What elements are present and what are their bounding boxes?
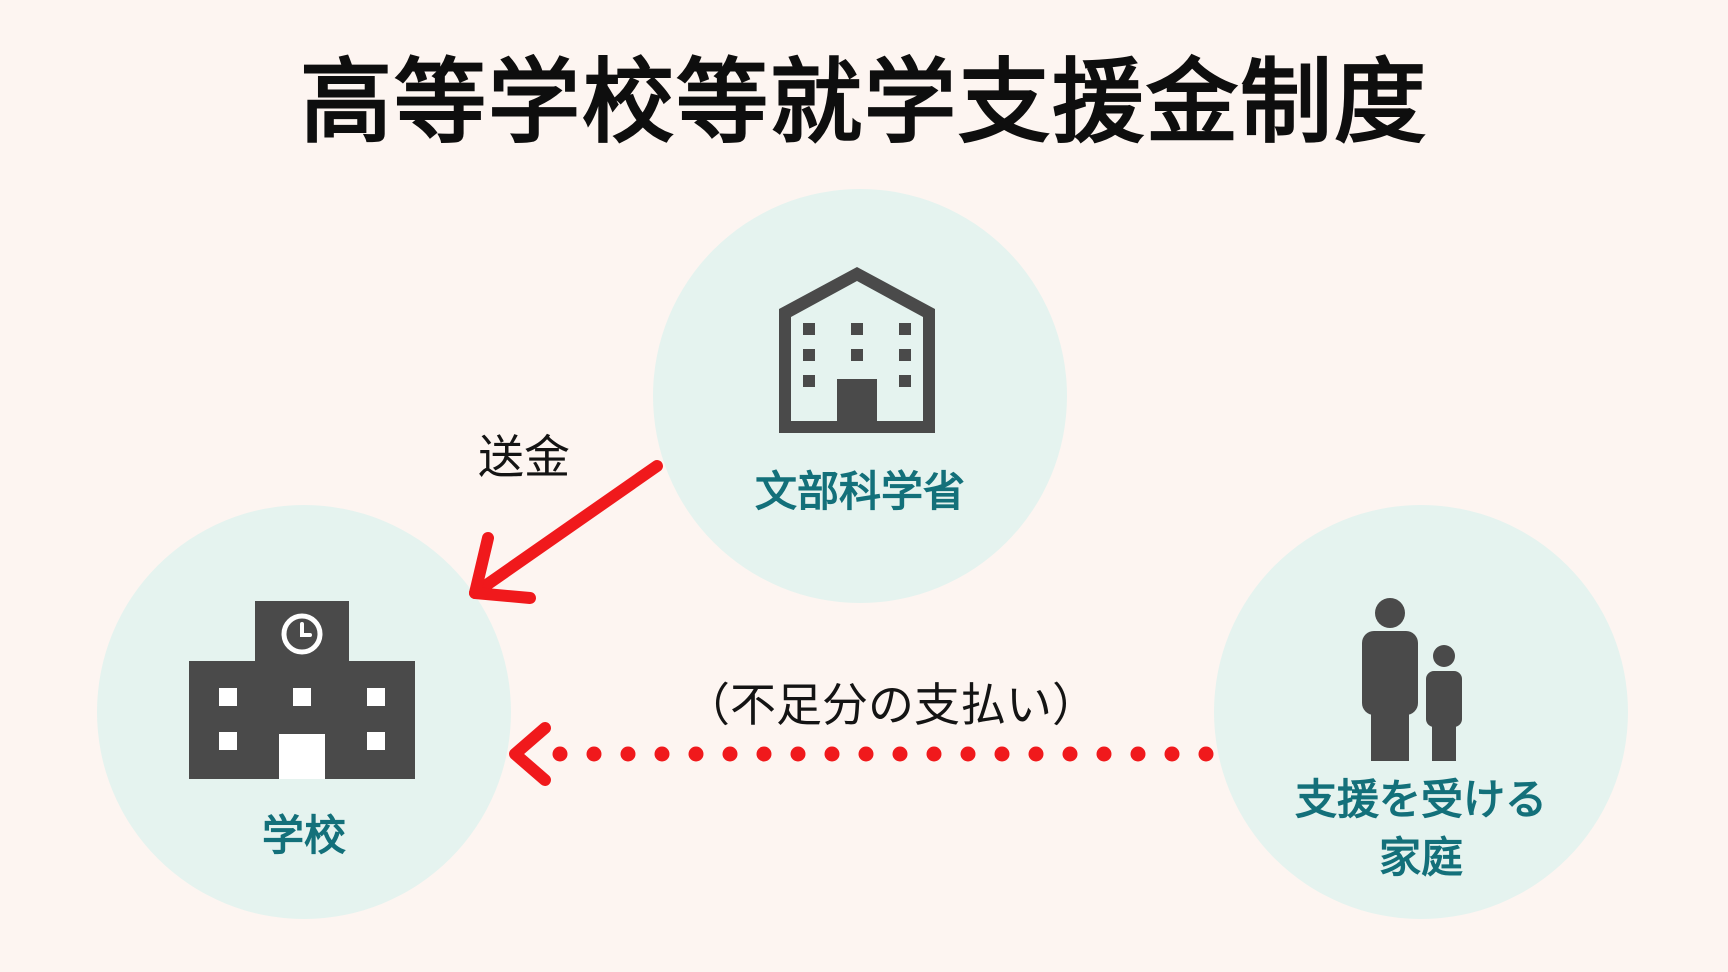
node-family: 支援を受ける 家庭 [1214,505,1628,919]
family-label-line2: 家庭 [1378,832,1463,882]
node-school: 学校 [97,505,511,919]
dotted-arrowhead [509,722,551,786]
school-label: 学校 [261,811,346,860]
dotted-line [552,746,1214,762]
flow-label-send: 送金 [478,430,570,484]
node-ministry: 文部科学省 [653,189,1067,603]
family-label-line1: 支援を受ける [1294,775,1547,824]
flow-label-payment: （不足分の支払い） [684,678,1098,732]
school-building-icon [189,601,415,779]
page-title: 高等学校等就学支援金制度 [299,49,1428,156]
family-label: 支援を受ける 家庭 [1214,771,1628,887]
arrow-ministry-to-school [469,460,663,604]
office-building-icon [779,267,935,433]
parent-child-icon [1362,598,1462,761]
arrow-family-to-school [509,722,1214,786]
ministry-label: 文部科学省 [754,467,965,516]
